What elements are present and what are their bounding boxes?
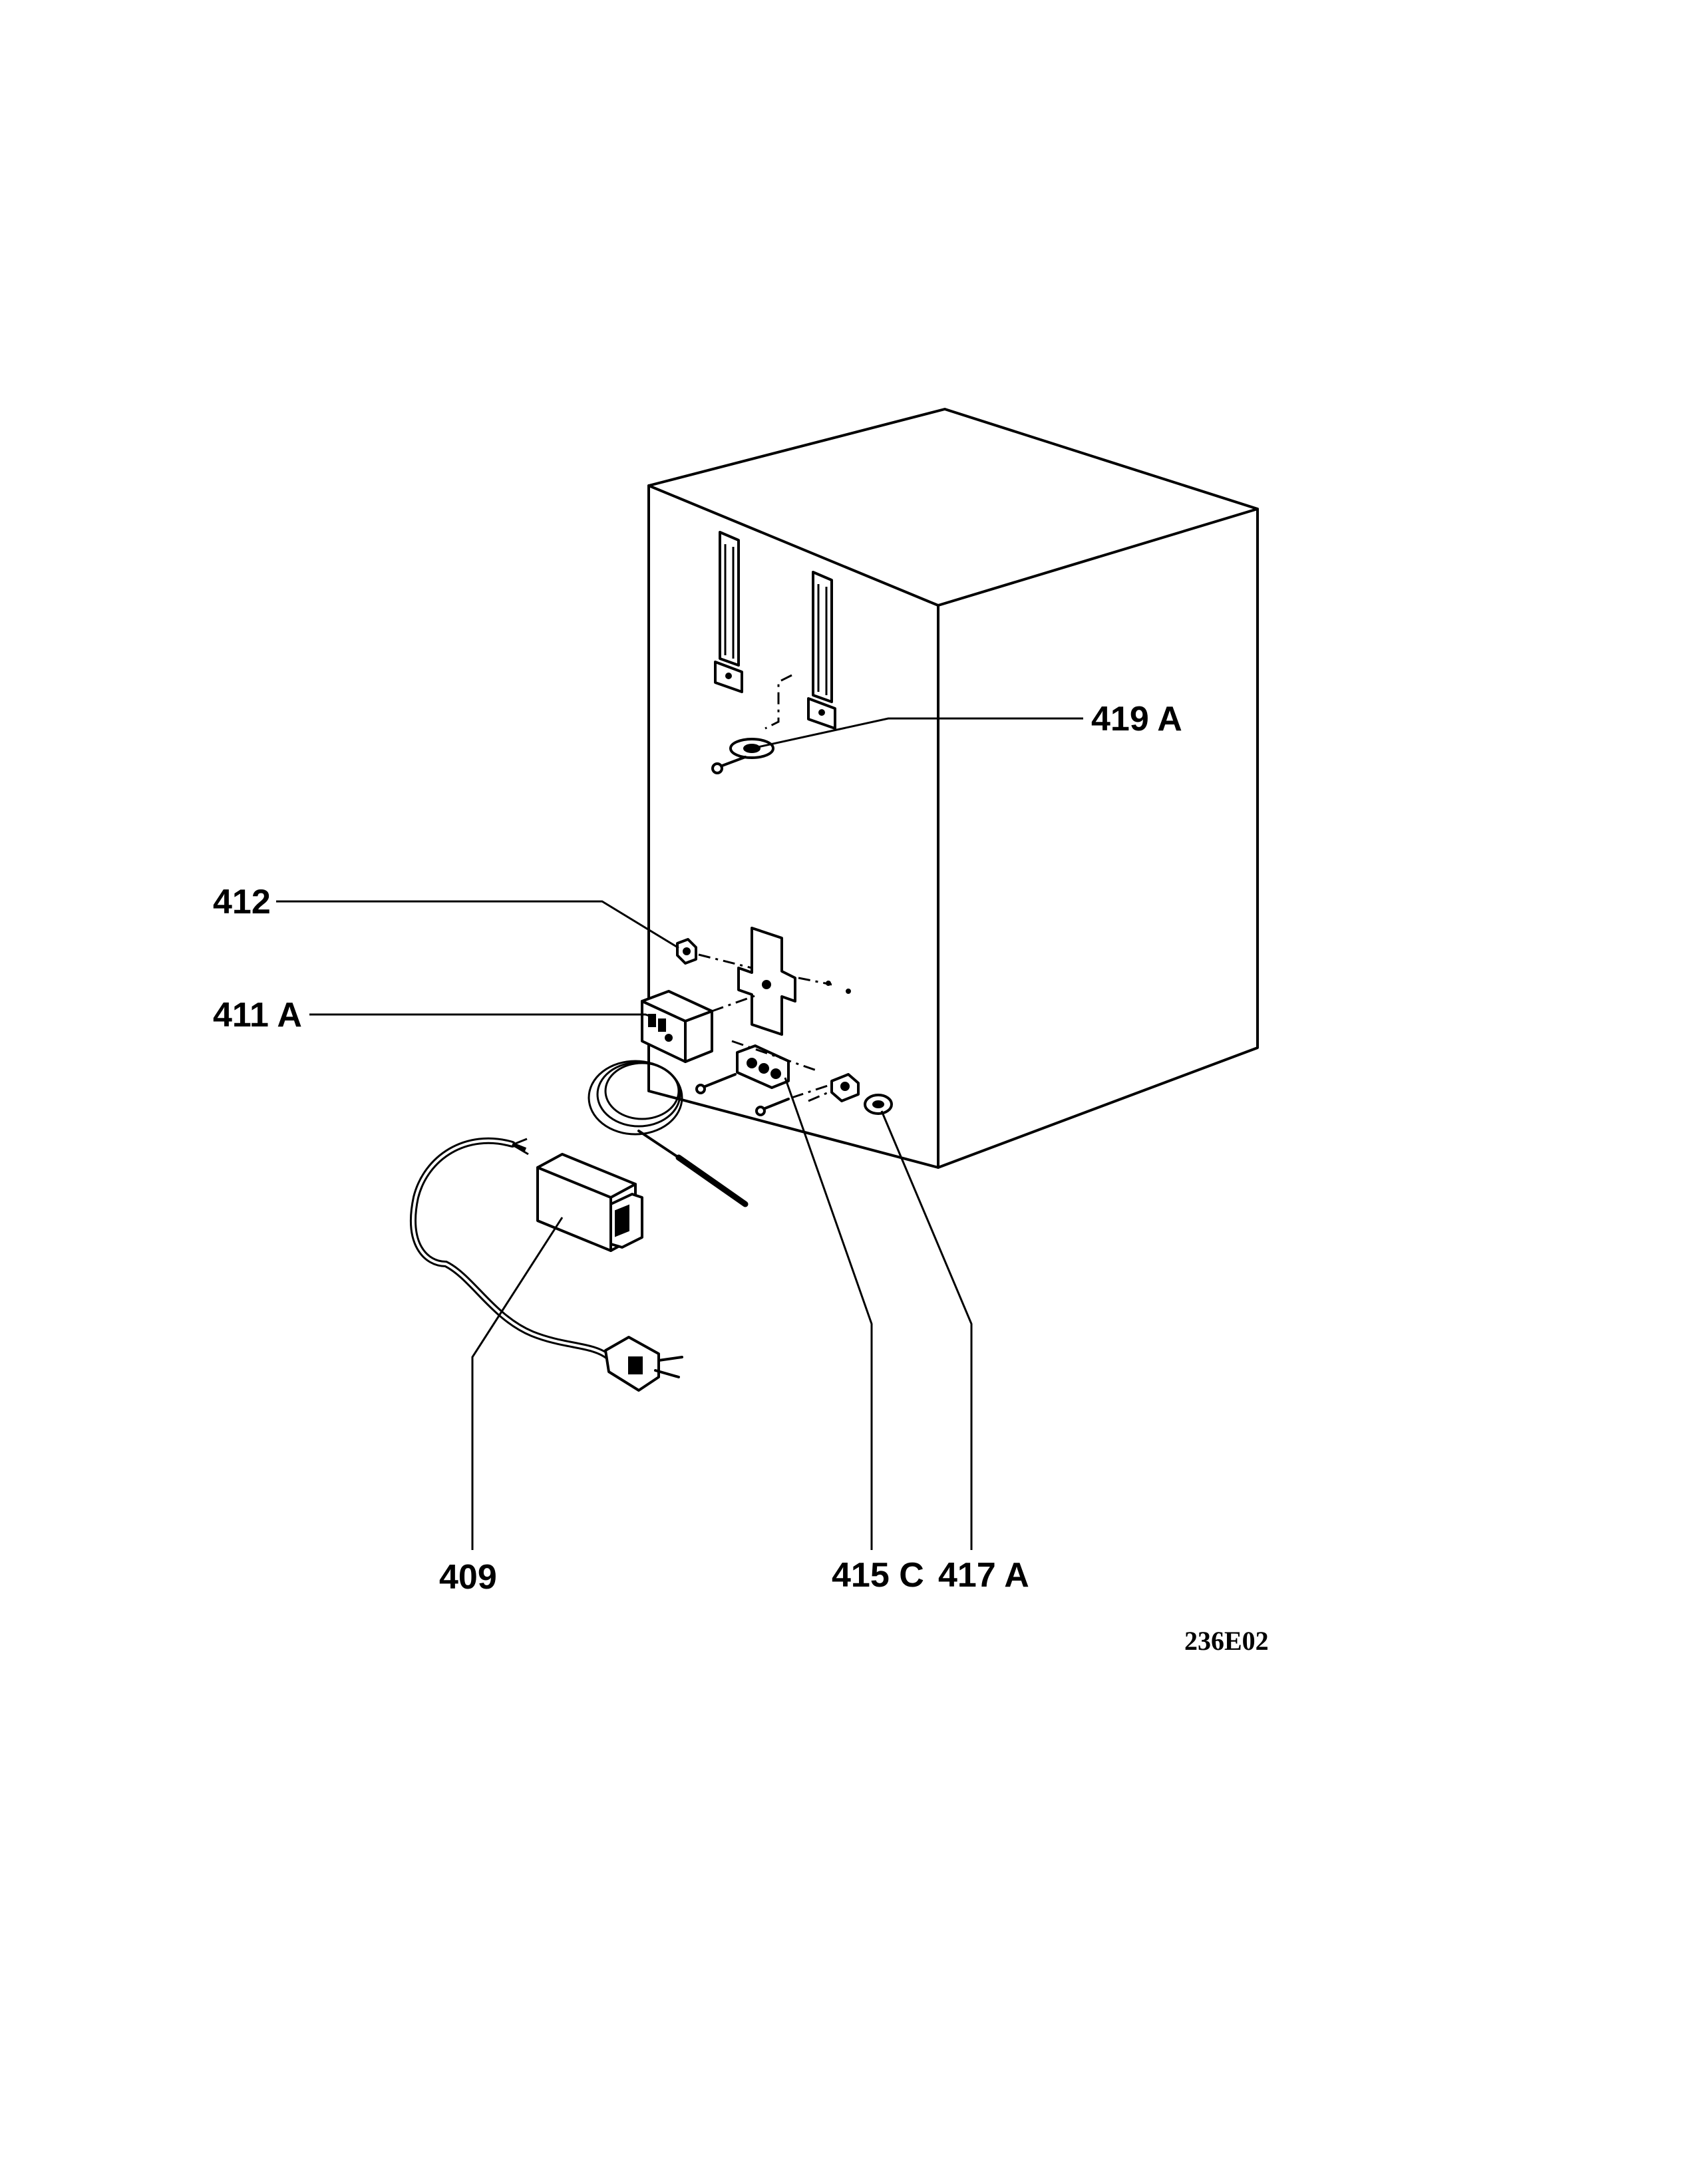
thermostat-capillary: [588, 1060, 749, 1207]
rear-bracket-right: [807, 571, 836, 730]
cable-clamp-417a: [808, 1073, 893, 1115]
label-417a: 417 A: [938, 1556, 1029, 1595]
box-409: [536, 1153, 643, 1252]
reference-code: 236E02: [1184, 1626, 1269, 1656]
relay-411a: [641, 990, 759, 1063]
rear-bracket-left: [714, 531, 743, 693]
terminal-block-415c: [695, 1040, 832, 1116]
power-plug: [604, 1336, 683, 1392]
label-415c: 415 C: [832, 1556, 924, 1595]
leader-lines: [276, 717, 1083, 1550]
power-cord: [410, 1137, 612, 1360]
nut-412: [676, 938, 753, 969]
mounting-plate: [737, 927, 851, 1036]
label-412: 412: [213, 883, 271, 921]
label-419a: 419 A: [1091, 700, 1182, 738]
label-411a: 411 A: [213, 996, 302, 1034]
label-409: 409: [439, 1558, 497, 1597]
